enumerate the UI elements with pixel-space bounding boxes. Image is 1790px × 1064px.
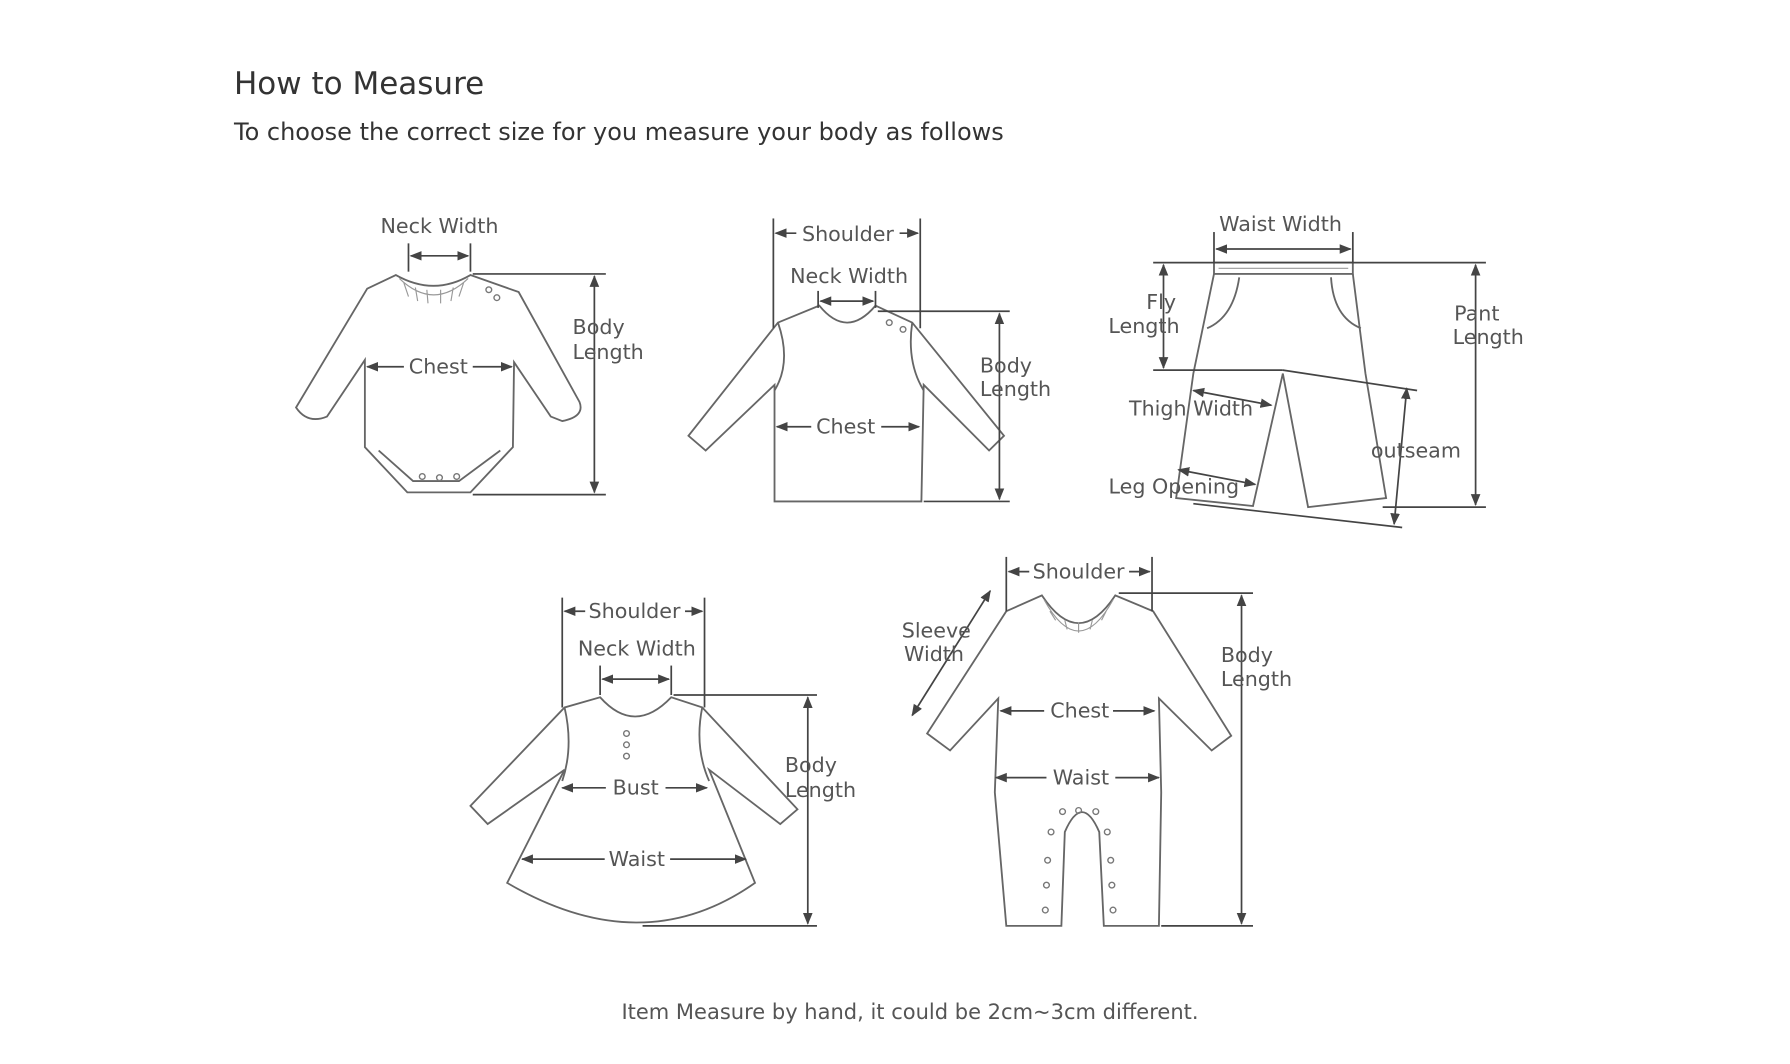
pants-fly-label: Fly (1146, 290, 1176, 314)
dress-bust-label: Bust (613, 776, 659, 800)
bodysuit-body-label: Body (573, 315, 625, 339)
bodysuit-diagram: Neck Width Chest Body Length (294, 214, 644, 496)
dress-shoulder-label: Shoulder (589, 599, 681, 623)
shirt-shoulder-label: Shoulder (802, 222, 894, 246)
romper-diagram: Shoulder Sleeve Width Chest Waist Body L… (902, 556, 1292, 927)
pants-outseam-label: outseam (1371, 438, 1461, 462)
shirt-diagram: Shoulder Neck Width Chest Body Length (687, 218, 1051, 503)
shirt-chest-label: Chest (816, 415, 875, 439)
pants-leg-opening-label: Leg Opening (1109, 475, 1240, 499)
romper-sleeve-label: Sleeve (902, 618, 971, 642)
measurement-disclaimer: Item Measure by hand, it could be 2cm~3c… (621, 1000, 1199, 1024)
romper-waist-label: Waist (1053, 766, 1109, 790)
dress-length-label: Length (785, 778, 856, 802)
shirt-body-label: Body (980, 354, 1032, 378)
page-title: How to Measure (234, 66, 485, 102)
pants-diagram: Waist Width Fly Length Pant Length Thigh… (1108, 212, 1524, 529)
shirt-length-label: Length (980, 377, 1051, 401)
romper-length-label: Length (1221, 667, 1292, 691)
pants-fly-length-label: Length (1108, 314, 1179, 338)
romper-chest-label: Chest (1050, 699, 1109, 723)
bodysuit-chest-label: Chest (409, 355, 468, 379)
dress-neck-width-label: Neck Width (578, 637, 696, 661)
bodysuit-length-label: Length (573, 340, 644, 364)
dress-body-label: Body (785, 753, 837, 777)
shirt-neck-width-label: Neck Width (790, 264, 908, 288)
romper-body-label: Body (1221, 643, 1273, 667)
page-subtitle: To choose the correct size for you measu… (234, 118, 1004, 146)
pants-pant-label: Pant (1454, 301, 1499, 325)
romper-sleeve-width-label: Width (904, 642, 964, 666)
bodysuit-neck-width-label: Neck Width (380, 214, 498, 238)
pants-pant-length-label: Length (1453, 325, 1524, 349)
pants-thigh-width-label: Thigh Width (1128, 397, 1253, 421)
dress-diagram: Shoulder Neck Width Bust Waist Body Leng… (469, 597, 856, 927)
dress-waist-label: Waist (609, 847, 665, 871)
pants-waist-width-label: Waist Width (1219, 212, 1342, 236)
romper-shoulder-label: Shoulder (1033, 560, 1125, 584)
